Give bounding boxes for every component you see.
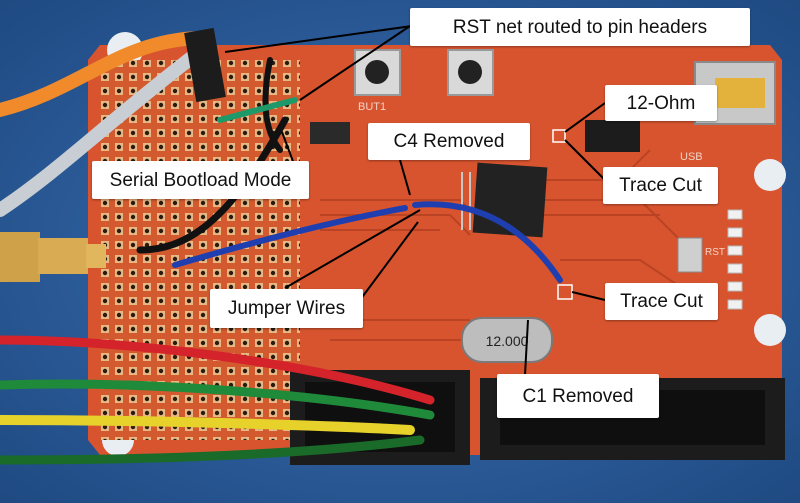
mounting-post xyxy=(754,159,786,191)
callout-jumper-wires: Jumper Wires xyxy=(210,289,363,328)
silk-usb: USB xyxy=(680,151,703,163)
callout-rst-net: RST net routed to pin headers xyxy=(410,8,750,46)
crystal-label: 12.000 xyxy=(486,333,529,349)
boot-button xyxy=(447,49,494,96)
pin-header-top xyxy=(184,27,226,103)
sma-connector xyxy=(0,232,106,282)
led-column xyxy=(727,209,743,310)
callout-serial-bootload-mode: Serial Bootload Mode xyxy=(92,161,309,199)
regulator-chip xyxy=(585,120,640,152)
reset-button xyxy=(354,49,401,96)
callout-12-ohm: 12-Ohm xyxy=(605,85,717,121)
mounting-post xyxy=(754,314,786,346)
callout-trace-cut-top: Trace Cut xyxy=(603,167,718,204)
pointer-lines xyxy=(224,25,611,376)
callout-c1-removed: C1 Removed xyxy=(497,374,659,418)
callout-trace-cut-bottom: Trace Cut xyxy=(605,283,718,320)
side-switch xyxy=(677,237,703,273)
callout-c4-removed: C4 Removed xyxy=(368,123,530,160)
wires xyxy=(0,31,563,465)
silk-but1: BUT1 xyxy=(358,101,386,113)
crystal-oscillator: 12.000 xyxy=(461,317,553,363)
jumper-header xyxy=(310,122,350,144)
silk-rst: RST xyxy=(705,247,725,258)
